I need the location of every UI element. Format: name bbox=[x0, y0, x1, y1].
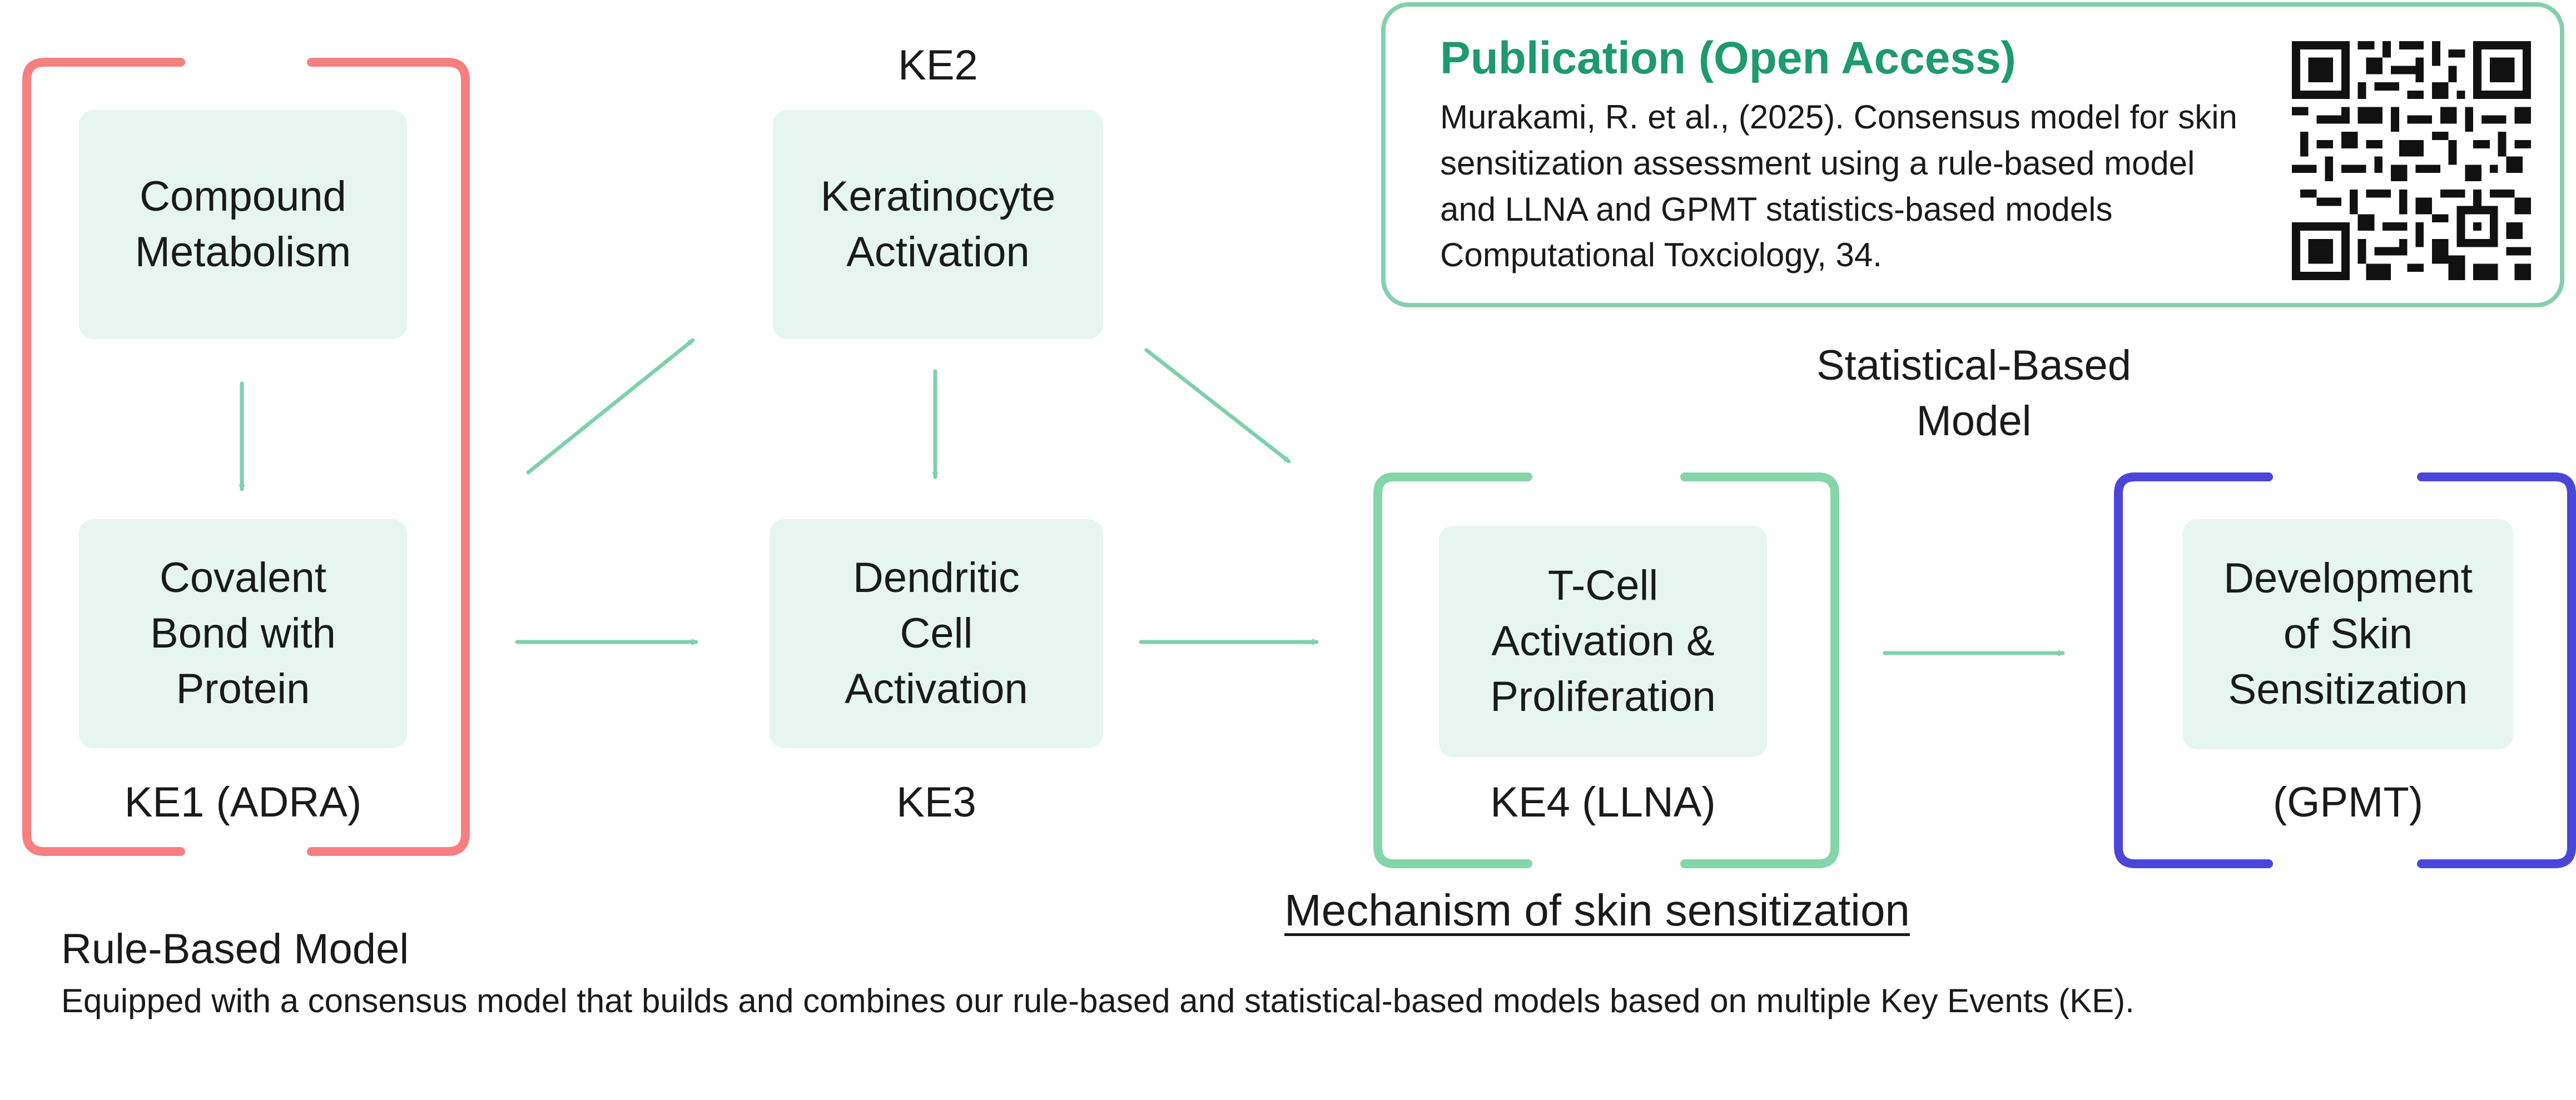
label-ke3: KE3 bbox=[896, 779, 976, 826]
label-statistical-based-model: Statistical-Based Model bbox=[1816, 342, 2132, 445]
label-ke4: KE4 (LLNA) bbox=[1490, 779, 1716, 826]
publication-citation: Murakami, R. et al., (2025). Consensus m… bbox=[1440, 98, 2237, 274]
box-covalent-bond: Covalent Bond with Protein bbox=[79, 519, 407, 748]
box-compound-metabolism: Compound Metabolism bbox=[79, 110, 407, 339]
box-keratinocyte-activation: Keratinocyte Activation bbox=[773, 110, 1103, 339]
llna-bracket bbox=[1373, 472, 1839, 868]
box-dendritic-cell-activation: Dendritic Cell Activation bbox=[770, 519, 1103, 748]
label-rule-based-model: Rule-Based Model bbox=[61, 925, 409, 973]
label-ke2: KE2 bbox=[898, 42, 978, 89]
label-ke1: KE1 (ADRA) bbox=[124, 779, 362, 826]
box-tcell-activation: T-Cell Activation & Proliferation bbox=[1439, 526, 1767, 757]
box-development-skin-sensitization: Development of Skin Sensitization bbox=[2183, 519, 2513, 749]
label-mechanism: Mechanism of skin sensitization bbox=[1284, 885, 1910, 935]
rule-based-bracket bbox=[22, 58, 470, 856]
arrow-ke2-to-ke4 bbox=[1144, 348, 1291, 464]
gpmt-bracket bbox=[2114, 472, 2576, 868]
description-text: Equipped with a consensus model that bui… bbox=[61, 982, 2135, 1019]
publication-card: Publication (Open Access) Murakami, R. e… bbox=[1381, 2, 2564, 307]
publication-title: Publication (Open Access) bbox=[1440, 33, 2016, 83]
label-gpmt: (GPMT) bbox=[2272, 779, 2424, 826]
qr-code-icon bbox=[2292, 41, 2531, 280]
arrow-ke1-to-ke2 bbox=[526, 338, 695, 475]
